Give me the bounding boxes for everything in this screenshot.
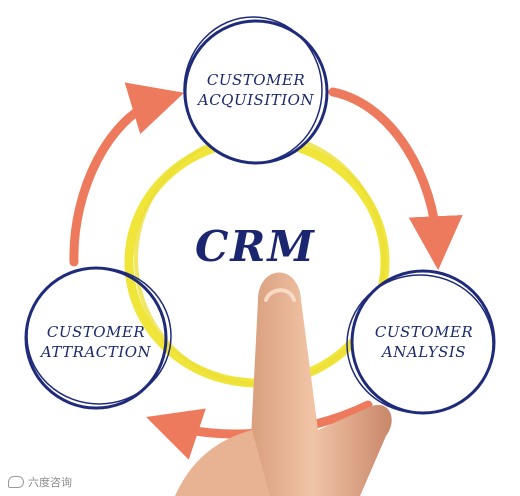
arrow-attraction-to-acquisition [69, 82, 185, 267]
center-title: CRM [195, 222, 316, 271]
node-label-analysis: CUSTOMER ANALYSIS [354, 322, 494, 362]
watermark: 六度咨询 [8, 474, 72, 490]
node-ring-attraction [24, 266, 172, 410]
node-label-acquisition: CUSTOMER ACQUISITION [186, 70, 326, 110]
watermark-logo-icon [8, 476, 24, 488]
node-label-attraction: CUSTOMER ATTRACTION [26, 322, 166, 362]
watermark-text: 六度咨询 [28, 476, 72, 489]
node-attraction-line2: ATTRACTION [40, 343, 152, 361]
node-analysis-line1: CUSTOMER [374, 323, 474, 341]
node-acquisition-line1: CUSTOMER [206, 71, 306, 89]
node-ring-acquisition [183, 16, 329, 165]
node-analysis-line2: ANALYSIS [381, 343, 467, 361]
pointing-finger [175, 272, 392, 496]
node-acquisition-line2: ACQUISITION [197, 91, 315, 109]
arrow-acquisition-to-analysis [328, 87, 463, 271]
node-attraction-line1: CUSTOMER [46, 323, 146, 341]
node-ring-analysis [346, 269, 496, 415]
